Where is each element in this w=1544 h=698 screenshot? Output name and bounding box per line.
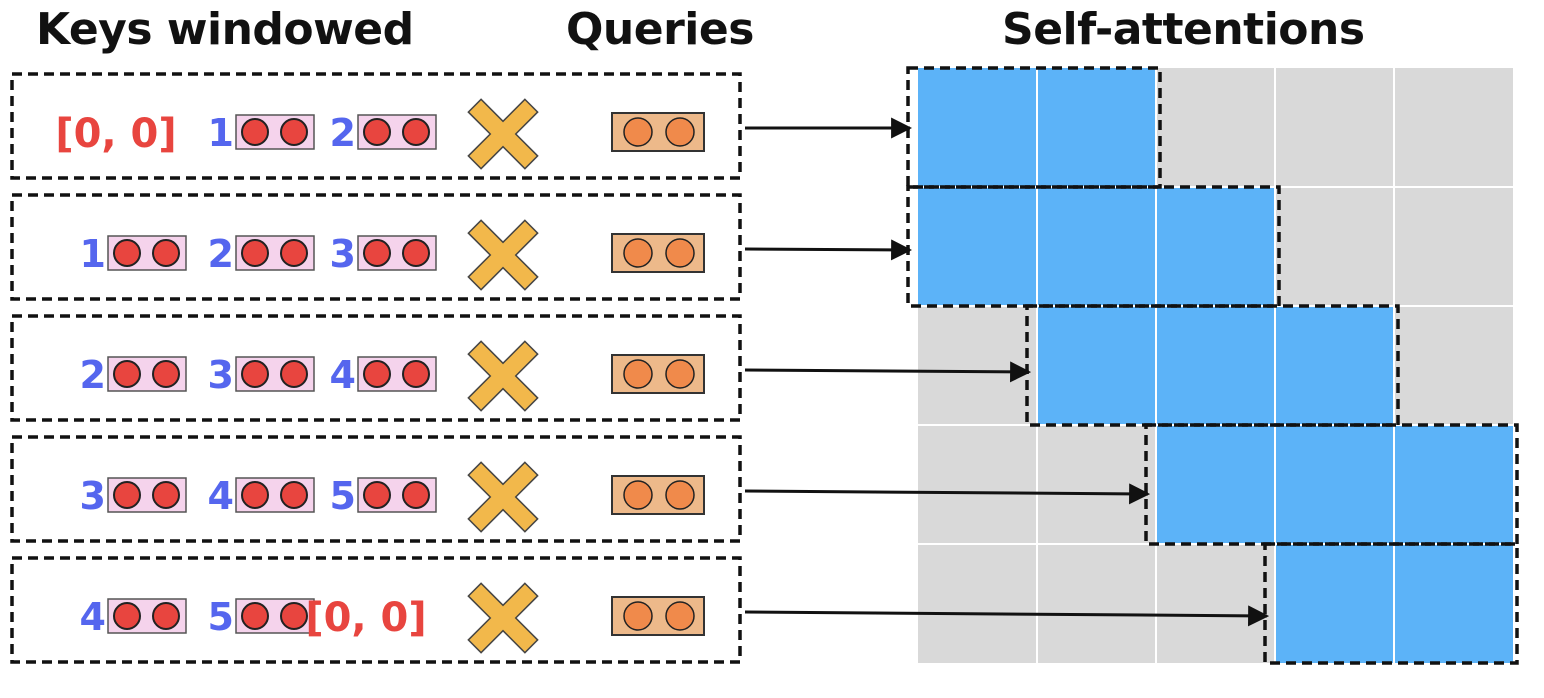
attention-cell: [1156, 306, 1275, 425]
attention-cell: [1275, 544, 1394, 663]
attention-cell: [1275, 425, 1394, 544]
key-element-dot: [363, 118, 391, 146]
key-index-label: 5: [330, 474, 356, 518]
key-element-dot: [241, 239, 269, 267]
query-element-dot: [623, 238, 653, 268]
key-index-label: 5: [208, 595, 234, 639]
key-index-label: 3: [80, 474, 106, 518]
key-element-dot: [152, 239, 180, 267]
attention-window-outline: [1263, 542, 1519, 665]
row-arrow: [744, 483, 1151, 505]
multiply-cross-icon: [467, 461, 539, 533]
query-element-dot: [665, 238, 695, 268]
keys-windowed-heading: Keys windowed: [36, 4, 414, 55]
key-element-dot: [363, 360, 391, 388]
attention-cell: [1037, 306, 1156, 425]
key-element-dot: [280, 481, 308, 509]
query-element-dot: [665, 117, 695, 147]
key-index-label: 3: [330, 232, 356, 276]
query-element-dot: [623, 480, 653, 510]
key-index-label: 2: [208, 232, 234, 276]
key-element-dot: [363, 239, 391, 267]
key-query-row: 1 2 3: [10, 193, 913, 301]
key-element-dot: [152, 602, 180, 630]
query-element-dot: [623, 601, 653, 631]
multiply-cross-icon: [467, 219, 539, 291]
key-element-dot: [113, 602, 141, 630]
key-element-dot: [402, 118, 430, 146]
key-query-row: 4 5 [0, 0]: [10, 556, 1270, 664]
multiply-cross-icon: [467, 582, 539, 654]
key-index-label: 1: [80, 232, 106, 276]
query-element-dot: [665, 359, 695, 389]
multiply-cross-icon: [467, 340, 539, 412]
key-query-row: 3 4 5: [10, 435, 1151, 543]
row-arrow: [744, 239, 913, 261]
key-element-dot: [241, 360, 269, 388]
key-index-label: 4: [80, 595, 106, 639]
query-element-dot: [623, 117, 653, 147]
attention-cell: [1394, 544, 1513, 663]
queries-heading: Queries: [566, 4, 754, 55]
padding-label: [0, 0]: [55, 111, 176, 157]
attention-cell: [1037, 68, 1156, 187]
query-element-dot: [665, 480, 695, 510]
key-query-row: 2 3 4: [10, 314, 1032, 422]
key-element-dot: [241, 118, 269, 146]
query-element-dot: [665, 601, 695, 631]
query-element-dot: [623, 359, 653, 389]
key-index-label: 2: [80, 353, 106, 397]
key-index-label: 2: [330, 111, 356, 155]
key-element-dot: [280, 118, 308, 146]
key-element-dot: [241, 602, 269, 630]
padding-label: [0, 0]: [305, 595, 426, 641]
key-element-dot: [280, 360, 308, 388]
attention-cell: [1037, 187, 1156, 306]
self-attentions-heading: Self-attentions: [1002, 4, 1365, 55]
key-element-dot: [152, 360, 180, 388]
key-element-dot: [402, 481, 430, 509]
attention-cell: [1394, 425, 1513, 544]
attention-cell: [1156, 425, 1275, 544]
key-index-label: 4: [208, 474, 234, 518]
key-element-dot: [280, 239, 308, 267]
key-element-dot: [402, 360, 430, 388]
row-arrow: [744, 605, 1270, 627]
row-arrow: [744, 361, 1032, 383]
key-element-dot: [152, 481, 180, 509]
key-element-dot: [241, 481, 269, 509]
attention-cell: [1275, 306, 1394, 425]
key-index-label: 1: [208, 111, 234, 155]
attention-cell: [1156, 187, 1275, 306]
key-element-dot: [402, 239, 430, 267]
attention-window-outline: [906, 66, 1162, 189]
key-element-dot: [113, 481, 141, 509]
key-index-label: 3: [208, 353, 234, 397]
attention-cell: [918, 68, 1037, 187]
key-element-dot: [280, 602, 308, 630]
key-element-dot: [113, 239, 141, 267]
attention-cell: [918, 187, 1037, 306]
key-element-dot: [363, 481, 391, 509]
key-query-row: [0, 0] 1 2: [10, 72, 913, 180]
key-element-dot: [113, 360, 141, 388]
multiply-cross-icon: [467, 98, 539, 170]
key-index-label: 4: [330, 353, 356, 397]
